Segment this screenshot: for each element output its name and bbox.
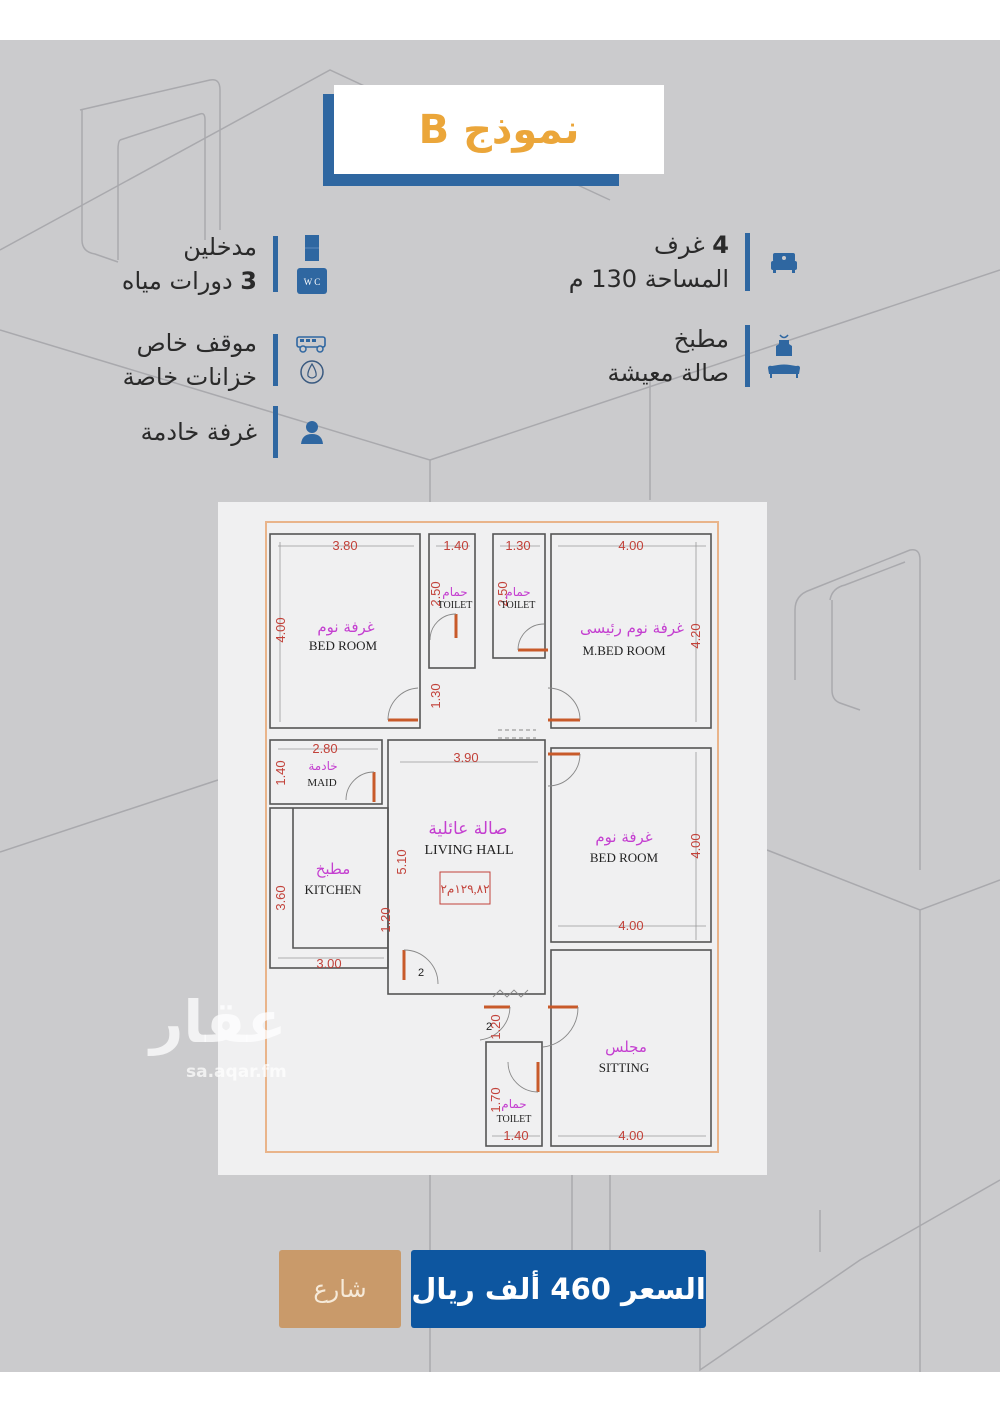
dim-label: 3.90 — [453, 750, 478, 765]
feature-entrances-wc: W C مدخلين 3 دورات مياه — [122, 230, 330, 298]
room-label-ar: صالة عائلية — [428, 819, 507, 839]
feature-maid-room: غرفة خادمة — [141, 406, 330, 458]
svg-text:W C: W C — [304, 277, 321, 287]
feature-text: موقف خاص خزانات خاصة — [122, 329, 257, 391]
car-icon — [296, 336, 326, 353]
feature-text: غرفة خادمة — [140, 418, 257, 446]
model-title: نموذج B — [418, 106, 580, 153]
aqar-watermark-site: sa.aqar.fm — [186, 1062, 287, 1082]
dim-label: 3.60 — [273, 885, 288, 910]
room-label-ar: غرفة نوم — [595, 828, 652, 846]
feature-kitchen-living: مطبخ صالة معيشة — [608, 322, 802, 390]
dim-label: 4.00 — [618, 1128, 643, 1143]
door-mark: 2 — [418, 967, 424, 979]
room-label-ar: غرفة نوم رئيسى — [580, 619, 684, 637]
feature-text: 4 غرف المساحة 130 م — [568, 231, 729, 293]
feature-text: مدخلين 3 دورات مياه — [121, 233, 257, 295]
feature-icons — [766, 250, 802, 274]
feature-icons — [294, 419, 330, 445]
floor-plan-drawing: 3.80 4.00 1.40 2.50 1.30 2.50 4.00 4.20 … — [265, 521, 719, 1153]
room-label-en: TOILET — [501, 600, 536, 611]
dim-label: 4.00 — [618, 918, 643, 933]
room-label-en: KITCHEN — [304, 882, 362, 897]
bed-icon — [771, 253, 797, 273]
room-label-ar: غرفة نوم — [317, 618, 374, 636]
feature-icons — [766, 334, 802, 378]
aqar-watermark-logo: عقار — [150, 988, 287, 1056]
room-label-ar: مجلس — [605, 1038, 647, 1056]
dim-label: 2.50 — [428, 581, 443, 606]
dim-label: 2.80 — [312, 741, 337, 756]
dim-label: 2.50 — [495, 581, 510, 606]
room-label-ar: حمام — [505, 585, 530, 599]
apron-icon — [776, 334, 792, 356]
feature-rooms-area: 4 غرف المساحة 130 م — [569, 228, 802, 296]
feature-parking-tanks: موقف خاص خزانات خاصة — [123, 326, 330, 394]
room-label-en: M.BED ROOM — [582, 643, 666, 658]
dim-label: 1.40 — [503, 1128, 528, 1143]
dim-label: 3.80 — [332, 538, 357, 553]
room-label-en: SITTING — [599, 1060, 650, 1075]
room-label-ar: حمام — [442, 585, 467, 599]
dim-label: 5.10 — [394, 849, 409, 874]
feature-divider — [745, 325, 750, 387]
room-label-ar: مطبخ — [316, 860, 351, 878]
room-label-ar: خادمة — [308, 759, 337, 773]
wc-icon: W C — [297, 268, 327, 294]
room-label-en: BED ROOM — [590, 850, 659, 865]
feature-divider — [273, 236, 278, 292]
poster: نموذج B 4 غرف المساحة 130 م مطبخ صالة مع… — [0, 40, 1000, 1372]
dim-label: 1.70 — [488, 1087, 503, 1112]
door-mark: 2 — [486, 1021, 492, 1033]
room-label-en: TOILET — [497, 1114, 532, 1125]
room-label-en: TOILET — [438, 600, 473, 611]
dim-label: 4.00 — [688, 833, 703, 858]
dim-label: 1.30 — [505, 538, 530, 553]
dim-label: 4.20 — [688, 623, 703, 648]
dim-label: 1.30 — [428, 683, 443, 708]
model-title-box: نموذج B — [334, 85, 664, 174]
person-icon — [301, 421, 323, 444]
floor-plan: 3.80 4.00 1.40 2.50 1.30 2.50 4.00 4.20 … — [218, 502, 767, 1175]
area-label: ١٢٩,٨٢م٢ — [440, 882, 489, 896]
water-tank-icon — [300, 360, 324, 384]
feature-text: مطبخ صالة معيشة — [607, 325, 729, 387]
dim-label: 1.20 — [378, 907, 393, 932]
room-label-en: MAID — [307, 777, 336, 789]
door-icon — [305, 235, 319, 261]
room-label-ar: حمام — [501, 1097, 526, 1111]
price-button[interactable]: السعر 460 ألف ريال — [411, 1250, 706, 1328]
dim-label: 1.40 — [443, 538, 468, 553]
dim-label: 1.40 — [273, 760, 288, 785]
feature-icons: W C — [294, 234, 330, 294]
sofa-icon — [768, 364, 800, 378]
street-button[interactable]: شارع — [279, 1250, 401, 1328]
background-geometric-lines — [0, 69, 1000, 1372]
room-label-en: BED ROOM — [309, 638, 378, 653]
room-label-en: LIVING HALL — [424, 843, 513, 858]
feature-divider — [273, 334, 278, 386]
dim-label: 3.00 — [316, 956, 341, 971]
feature-divider — [273, 406, 278, 458]
dim-label: 4.00 — [273, 617, 288, 642]
feature-divider — [745, 233, 750, 291]
dim-label: 4.00 — [618, 538, 643, 553]
feature-icons — [294, 335, 330, 385]
dim-label: 1.20 — [488, 1014, 503, 1039]
